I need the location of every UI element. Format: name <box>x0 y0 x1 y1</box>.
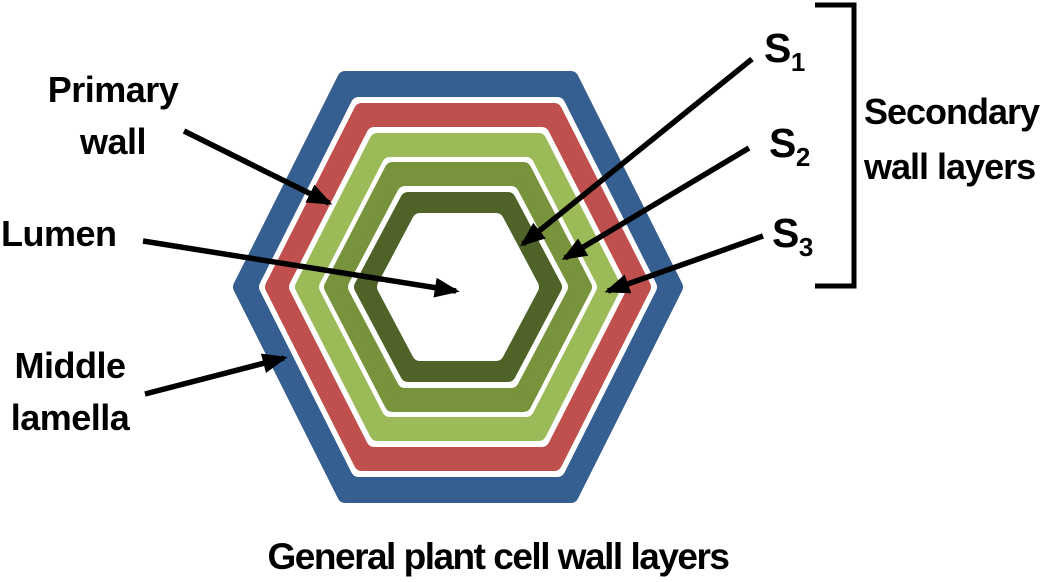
s2-label-base: S <box>769 120 796 166</box>
s3-label-base: S <box>772 210 799 256</box>
lumen-label: Lumen <box>1 213 117 254</box>
s3-arrow <box>604 233 764 294</box>
s2-label: S2 <box>769 119 810 170</box>
s1-label-base: S <box>764 25 791 71</box>
middle-lamella-label-line1: Middle <box>14 345 127 386</box>
s3-label: S3 <box>772 209 813 260</box>
secondary-wall-layers-label-line2: wall layers <box>864 146 1036 187</box>
middle-lamella-arrow <box>144 353 288 397</box>
primary-wall-label-line2: wall <box>79 121 147 162</box>
secondary-wall-layers-label-line1: Secondary <box>864 91 1040 132</box>
primary-wall-arrow <box>182 128 333 206</box>
s1-label: S1 <box>764 24 805 75</box>
lumen-hexagon <box>377 213 539 361</box>
secondary-wall-layers-label: Secondary wall layers <box>864 84 1040 194</box>
middle-lamella-label: Middle lamella <box>0 340 140 444</box>
s2-arrow <box>561 145 751 261</box>
s3-label-subscript: 3 <box>798 232 813 263</box>
s2-label-subscript: 2 <box>795 142 810 173</box>
primary-wall-label: Primary wall <box>20 64 206 168</box>
secondary-wall-layers-bracket <box>815 2 857 289</box>
s1-label-subscript: 1 <box>790 47 805 78</box>
middle-lamella-label-line2: lamella <box>10 397 130 438</box>
s1-arrow <box>520 56 754 247</box>
diagram-title: General plant cell wall layers <box>267 536 730 577</box>
primary-wall-label-line1: Primary <box>47 69 179 110</box>
lumen-arrow <box>142 238 460 298</box>
